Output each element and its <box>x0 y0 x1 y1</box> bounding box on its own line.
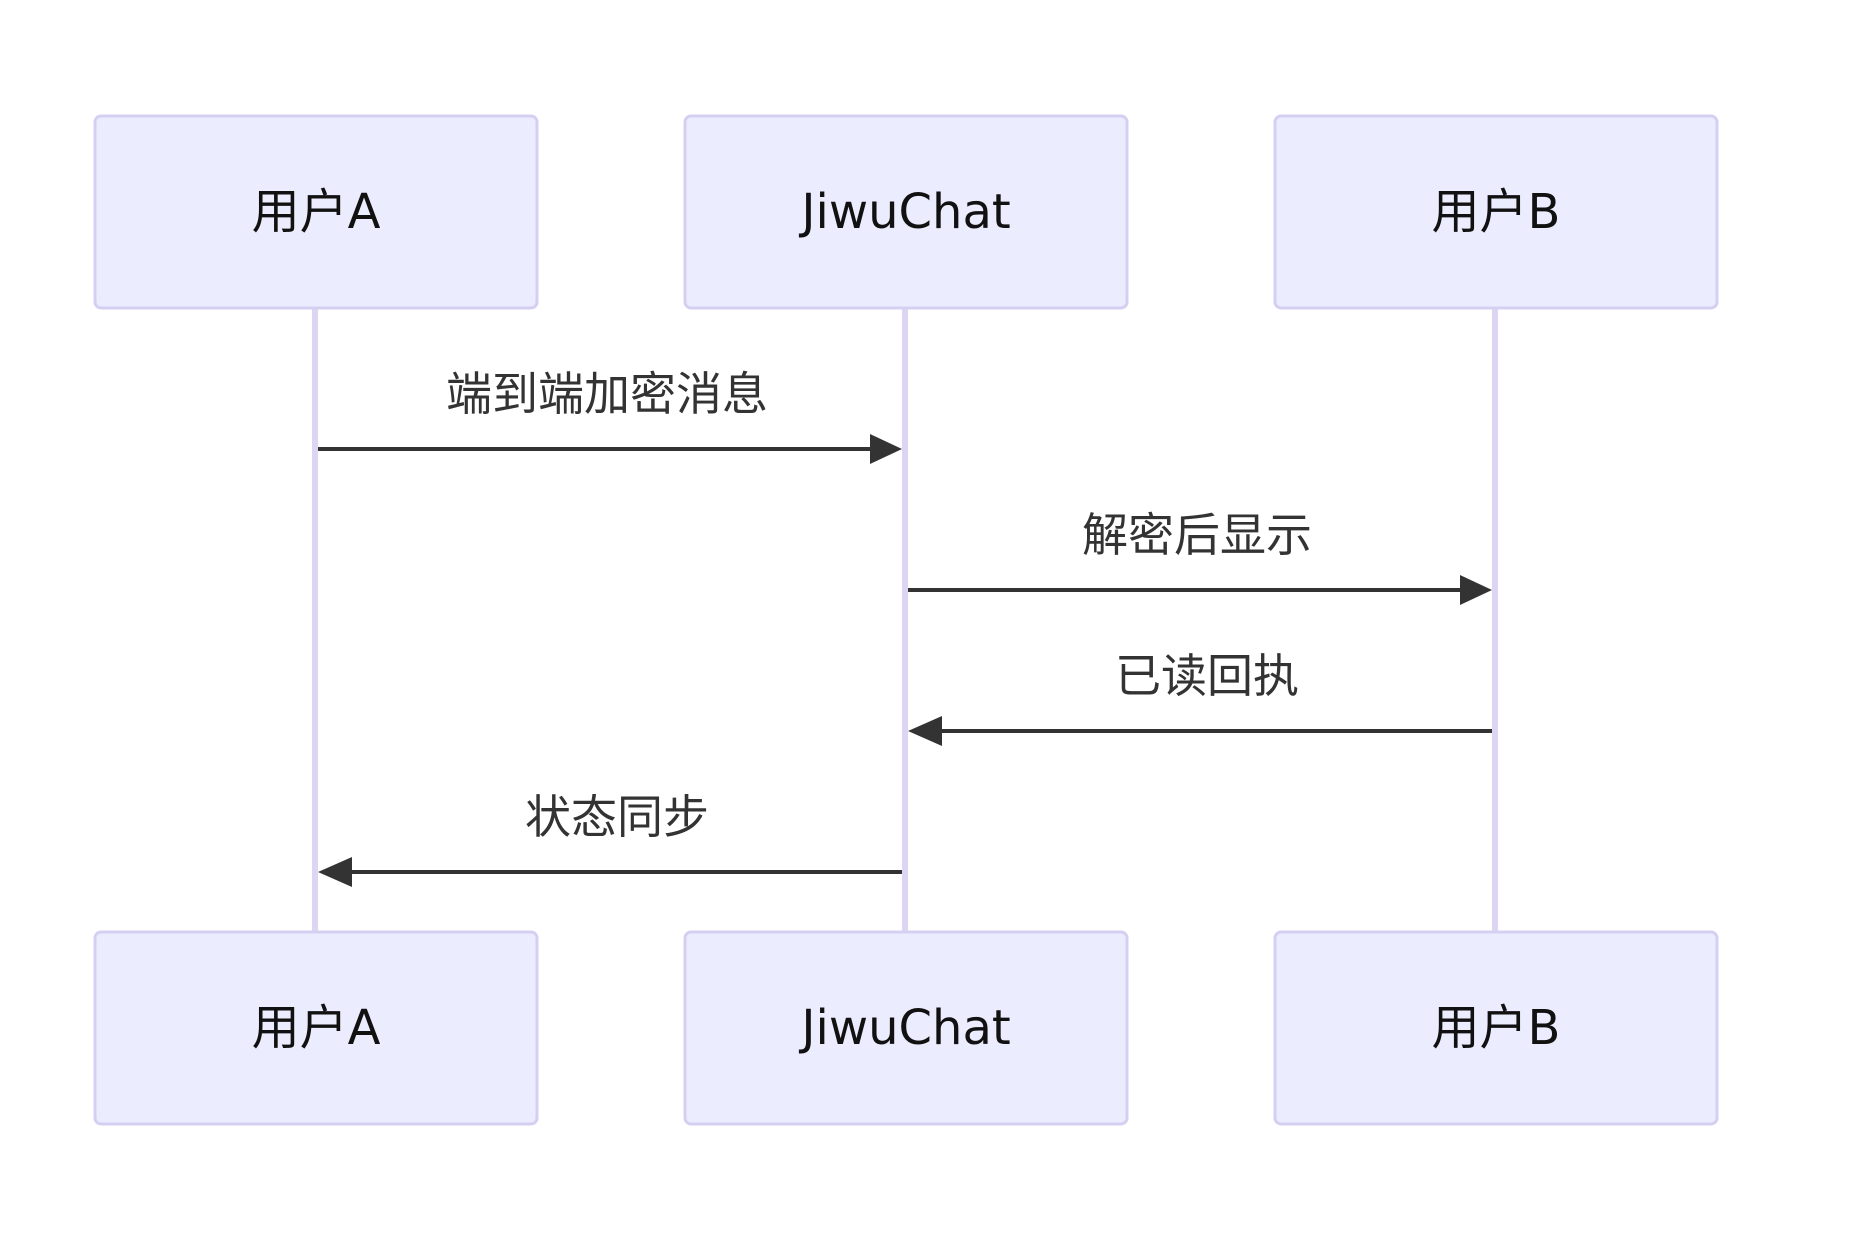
actor-user-b-top: 用户B <box>1273 114 1719 310</box>
actor-label: 用户B <box>1432 1000 1561 1056</box>
message-label: 解密后显示 <box>1082 508 1312 562</box>
actor-user-a-top: 用户A <box>93 114 539 310</box>
actor-jiwuchat-top: JiwuChat <box>683 114 1129 310</box>
message-label: 端到端加密消息 <box>446 367 768 421</box>
arrowhead-left-icon <box>908 716 942 746</box>
actor-label: 用户A <box>252 184 381 240</box>
message-encrypted: 端到端加密消息 <box>318 367 902 464</box>
arrowhead-right-icon <box>1460 575 1492 605</box>
actor-label: 用户B <box>1432 184 1561 240</box>
actor-user-b-bottom: 用户B <box>1273 930 1719 1126</box>
actor-jiwuchat-bottom: JiwuChat <box>683 930 1129 1126</box>
message-read-receipt: 已读回执 <box>908 649 1492 746</box>
message-label: 已读回执 <box>1115 649 1299 703</box>
actor-label: 用户A <box>252 1000 381 1056</box>
message-decrypt-display: 解密后显示 <box>908 508 1492 605</box>
actor-label: JiwuChat <box>798 1000 1010 1056</box>
actor-label: JiwuChat <box>798 184 1010 240</box>
arrowhead-left-icon <box>318 857 352 887</box>
message-label: 状态同步 <box>525 790 709 844</box>
message-status-sync: 状态同步 <box>318 790 902 887</box>
actor-user-a-bottom: 用户A <box>93 930 539 1126</box>
arrowhead-right-icon <box>870 434 902 464</box>
